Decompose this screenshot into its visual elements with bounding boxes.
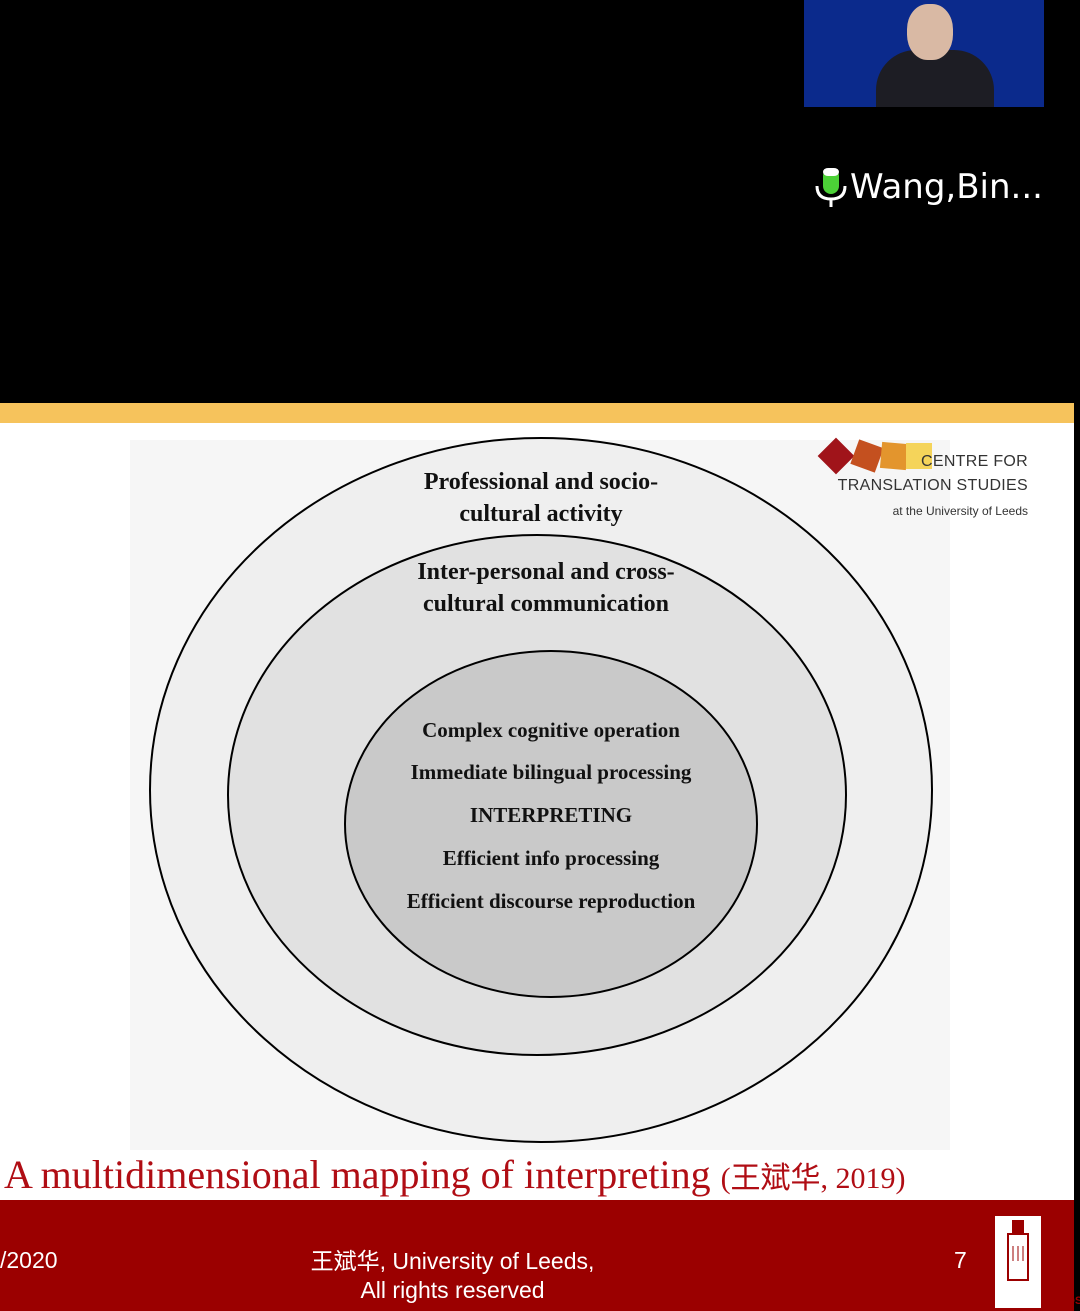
- copyright-line-1: 王斌华, University of Leeds,: [310, 1248, 595, 1274]
- cts-logo: CENTRE FOR TRANSLATION STUDIES at the Un…: [816, 437, 1056, 527]
- participant-name: Wang,Bin...: [850, 167, 1043, 207]
- leeds-logo-text: LEEDS: [1045, 1295, 1080, 1307]
- outer-label-2: cultural activity: [459, 501, 622, 527]
- slide-title: A multidimensional mapping of interpreti…: [4, 1151, 906, 1198]
- middle-label-2: cultural communication: [423, 591, 669, 617]
- footer-date: /2020: [0, 1247, 58, 1273]
- footer-copyright: 王斌华, University of Leeds, All rights res…: [300, 1247, 605, 1305]
- logo-square-icon: [850, 439, 884, 473]
- copyright-line-2: All rights reserved: [360, 1277, 545, 1303]
- inner-label-5: Efficient discourse reproduction: [407, 889, 696, 913]
- logo-square-icon: [906, 443, 932, 469]
- slide-footer: /2020 王斌华, University of Leeds, All righ…: [0, 1200, 1080, 1311]
- inner-label-3: INTERPRETING: [470, 803, 632, 827]
- inner-label-1: Complex cognitive operation: [422, 718, 680, 742]
- logo-square-icon: [879, 441, 909, 471]
- presentation-slide: Professional and socio- cultural activit…: [0, 403, 1080, 1311]
- tower-icon: [1007, 1220, 1029, 1281]
- logo-diamond-icon: [817, 437, 855, 475]
- middle-label-1: Inter-personal and cross-: [417, 559, 674, 585]
- page-number: 7: [954, 1247, 967, 1273]
- inner-label-2: Immediate bilingual processing: [411, 760, 692, 784]
- logo-line-3: at the University of Leeds: [892, 504, 1028, 518]
- speaker-video[interactable]: [804, 0, 1044, 107]
- interpreting-diagram: Professional and socio- cultural activit…: [130, 437, 950, 1150]
- title-citation: (王斌华, 2019): [720, 1162, 906, 1195]
- speaker-head: [907, 4, 953, 60]
- title-text: A multidimensional mapping of interpreti…: [4, 1152, 711, 1197]
- leeds-logo: LEEDS: [993, 1214, 1080, 1310]
- inner-label-4: Efficient info processing: [443, 846, 660, 870]
- participant-label: Wang,Bin...: [812, 166, 1043, 208]
- inner-ellipse: [344, 650, 758, 998]
- slide-top-bar: [0, 403, 1074, 423]
- microphone-icon: [815, 168, 847, 207]
- outer-label-1: Professional and socio-: [424, 469, 658, 495]
- logo-line-2: TRANSLATION STUDIES: [837, 477, 1028, 494]
- logo-line-1: CENTRE FOR: [921, 453, 1028, 470]
